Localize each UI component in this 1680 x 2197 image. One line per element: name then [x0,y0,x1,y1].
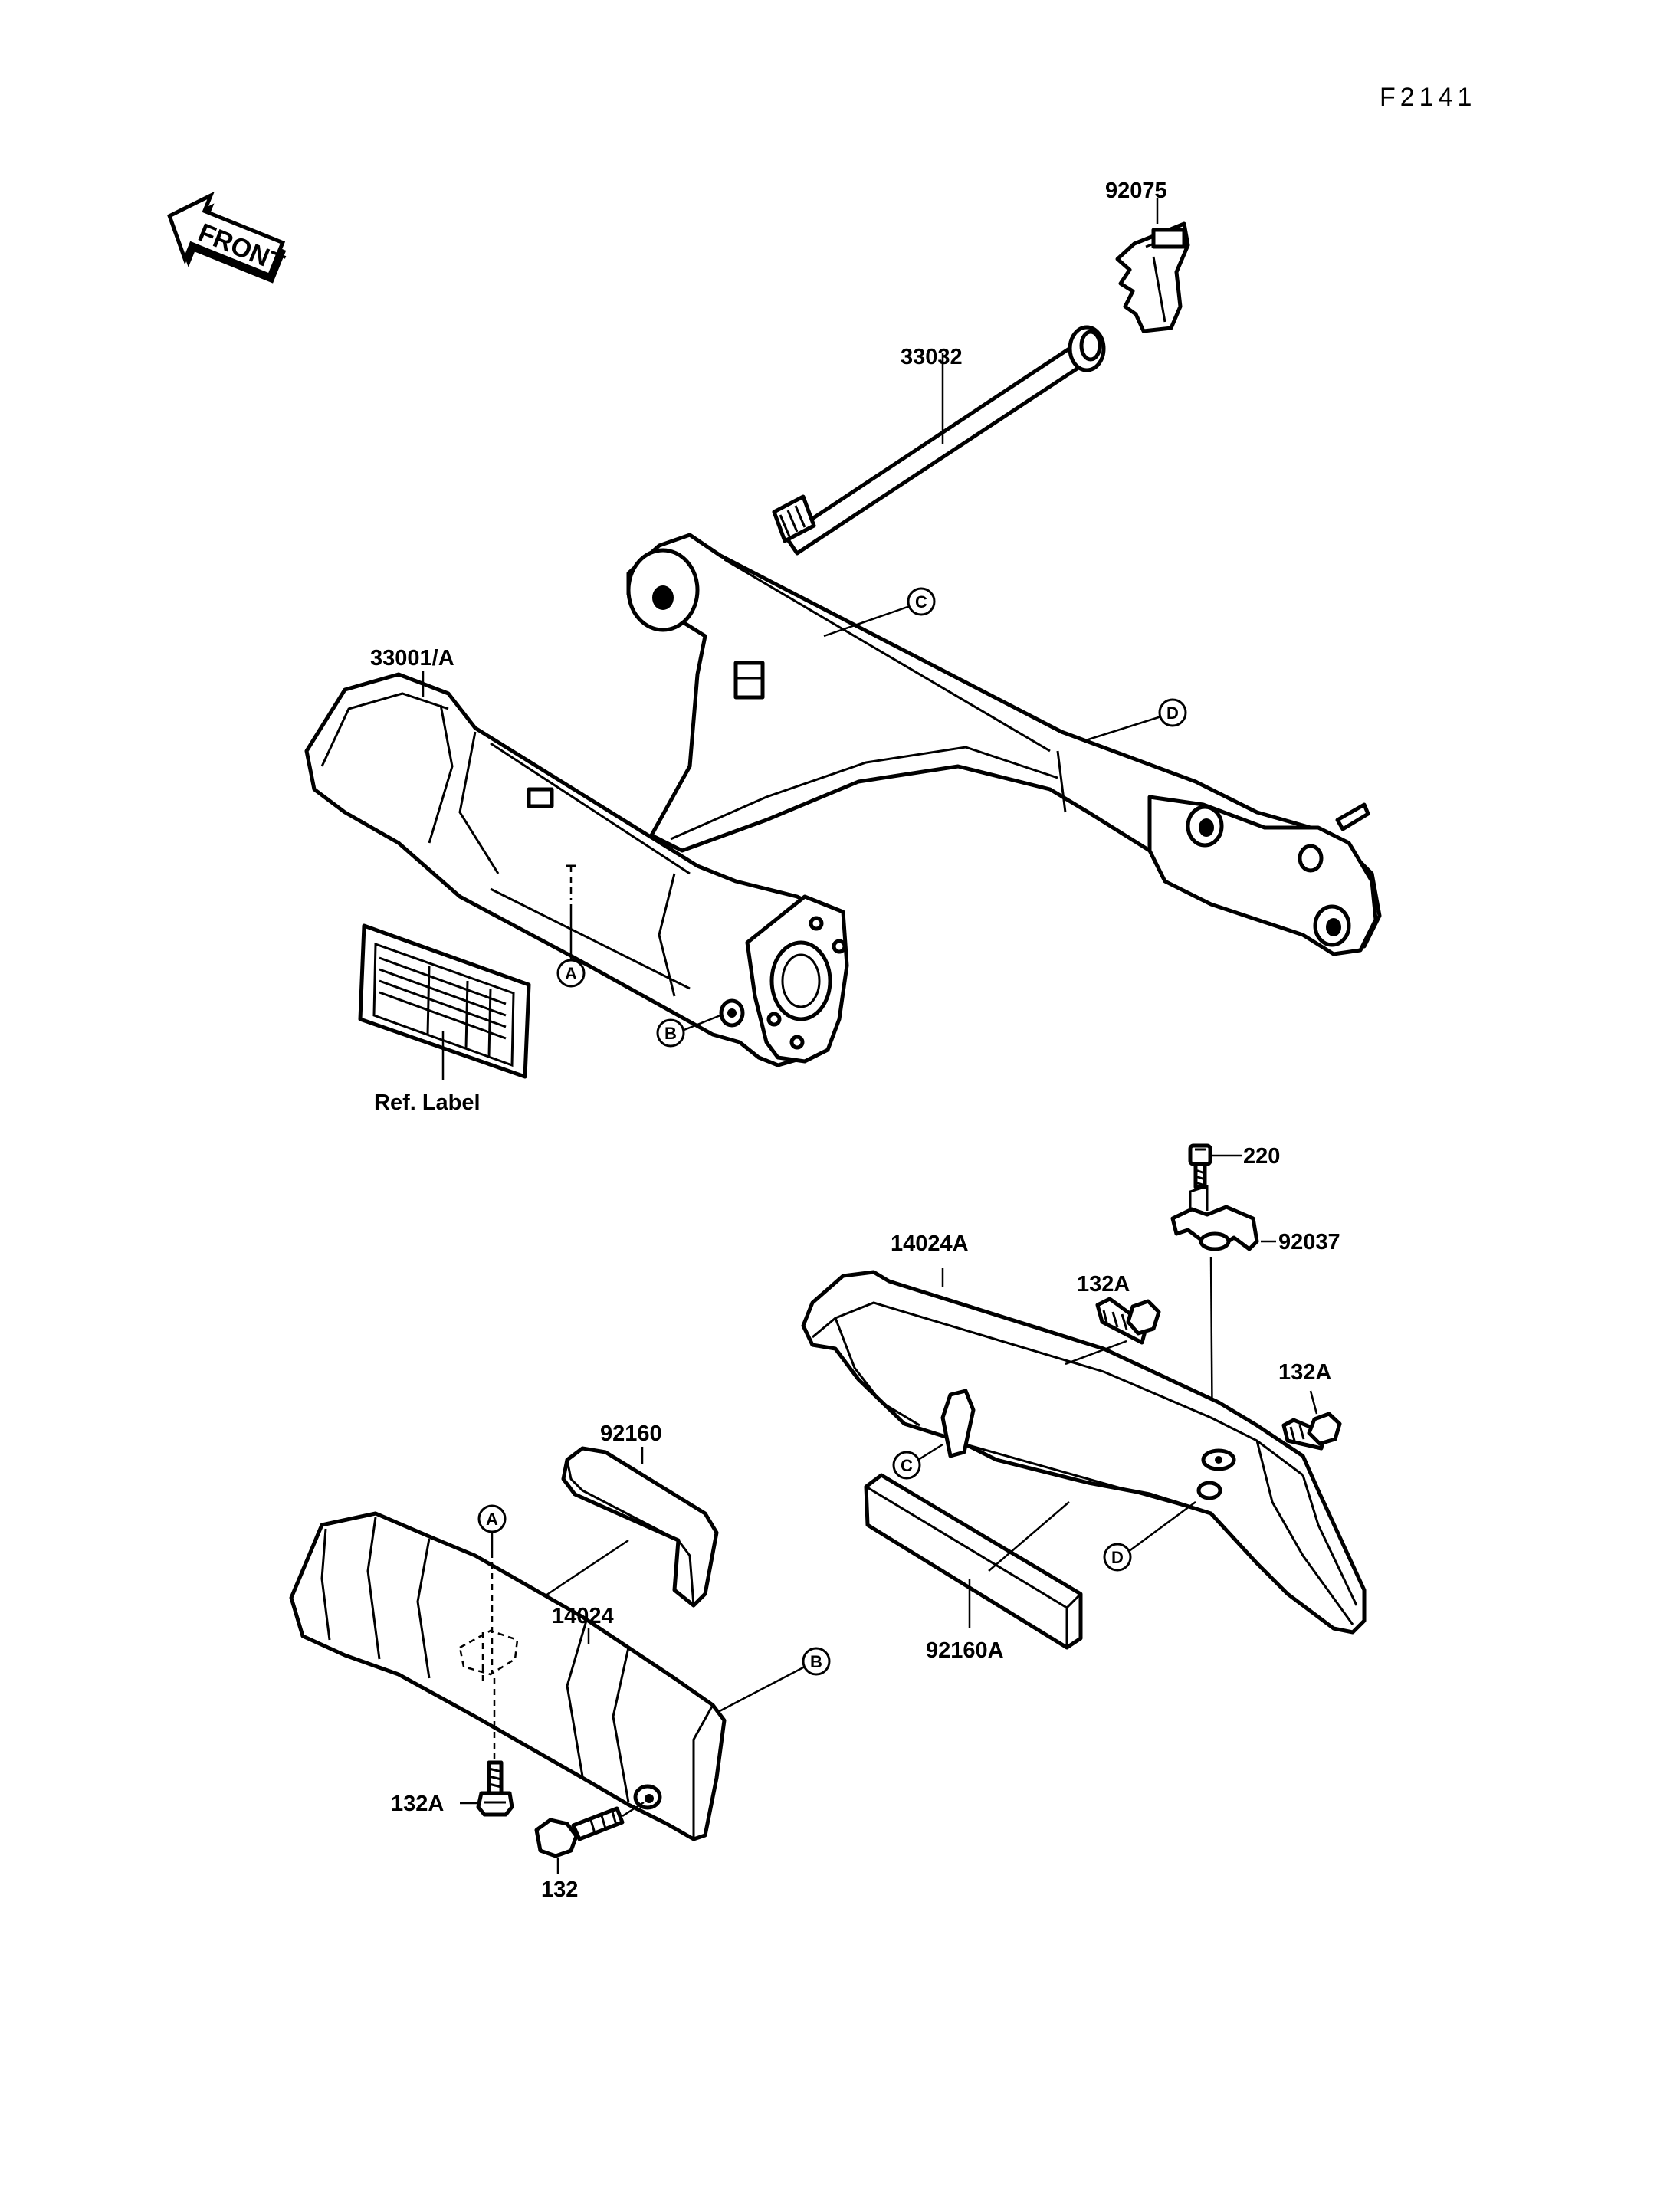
clamp-92037 [1170,1184,1259,1251]
label-33032: 33032 [901,345,963,369]
bolt-132A-top [1095,1297,1161,1345]
label-132A-right: 132A [1278,1360,1331,1385]
pivot-shaft-33032 [772,325,1106,556]
marker-C-lower: C [892,1451,921,1480]
svg-text:B: B [664,1024,677,1043]
label-92075: 92075 [1105,179,1167,203]
label-14024: 14024 [552,1604,614,1628]
screw-220 [1188,1143,1212,1189]
label-220: 220 [1243,1144,1280,1169]
marker-A-lower: A [477,1504,507,1533]
rubber-sleeve-92160 [561,1446,719,1608]
marker-D-lower: D [1103,1543,1132,1572]
front-arrow-icon: FRONT [167,191,288,284]
svg-text:C: C [915,592,927,612]
bolt-132 [534,1806,625,1858]
label-92160: 92160 [600,1421,662,1446]
marker-D-top: D [1158,698,1187,727]
marker-B-lower: B [802,1647,831,1676]
label-132A-top: 132A [1077,1272,1130,1297]
svg-text:A: A [565,964,577,983]
marker-A-top: A [556,959,586,988]
label-33001A: 33001/A [370,646,454,671]
svg-text:D: D [1166,703,1179,723]
swingarm-33001A [304,533,1382,1067]
ref-label-text: Ref. Label [374,1090,481,1115]
label-132: 132 [541,1877,578,1902]
tube-cover-14024 [289,1511,727,1841]
svg-text:B: B [810,1652,822,1671]
label-14024A: 14024A [891,1231,969,1256]
marker-C-top: C [907,587,936,616]
label-92037: 92037 [1278,1230,1340,1254]
svg-text:C: C [901,1456,913,1475]
rubber-strip-92160A [864,1473,1083,1650]
label-92160A: 92160A [926,1638,1004,1663]
svg-text:A: A [486,1510,498,1529]
chain-slider-92075 [1115,221,1190,333]
svg-text:D: D [1111,1548,1124,1567]
bolt-132A-right [1281,1412,1342,1451]
bolt-132A-bottom [476,1760,514,1817]
chain-case-14024A [801,1270,1367,1635]
marker-B-top: B [656,1018,685,1048]
ref-label-plate [358,923,531,1080]
label-132A-bottom: 132A [391,1792,444,1816]
figure-code: F2141 [1380,83,1476,112]
